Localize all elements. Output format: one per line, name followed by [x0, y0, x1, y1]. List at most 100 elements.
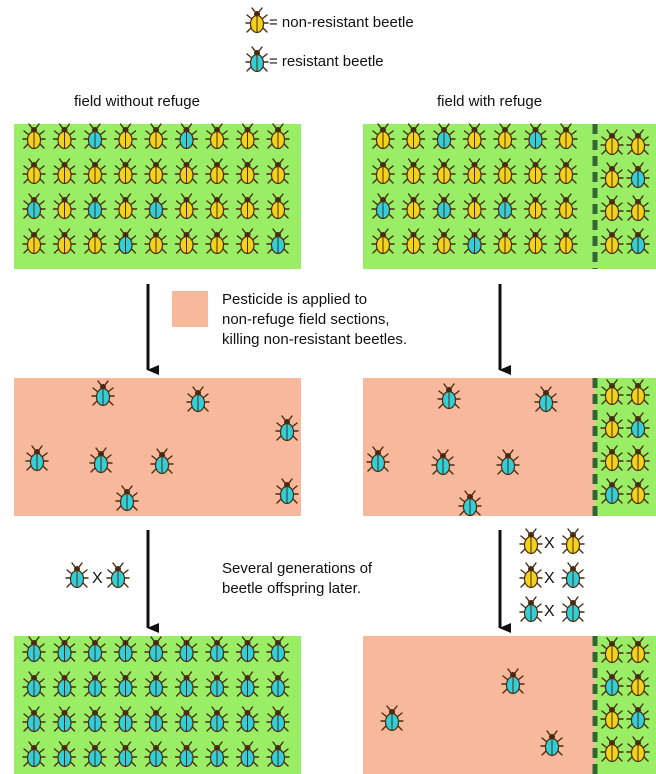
non-resistant-beetle-icon [205, 193, 229, 220]
resistant-beetle-icon [205, 671, 229, 698]
resistant-beetle-icon [380, 705, 404, 732]
pesticide-note-line-2: non-refuge field sections, [222, 311, 390, 328]
non-resistant-beetle-icon [600, 195, 624, 222]
resistant-beetle-icon [144, 706, 168, 733]
resistant-beetle-icon [113, 741, 138, 768]
resistant-beetle-icon [115, 485, 139, 512]
resistant-beetle-icon [186, 386, 210, 413]
resistant-beetle-icon [496, 449, 520, 476]
non-resistant-beetle-icon [626, 195, 650, 222]
beetle-layer [22, 7, 650, 768]
resistant-beetle-icon [113, 706, 138, 733]
non-resistant-beetle-icon [493, 158, 517, 185]
resistant-beetle-icon [174, 741, 199, 768]
column-title-right: field with refuge [437, 93, 543, 110]
resistant-beetle-icon [83, 671, 107, 698]
resistant-beetle-icon [113, 636, 138, 663]
resistant-beetle-icon [52, 671, 77, 698]
non-resistant-beetle-icon [626, 637, 650, 664]
resistant-beetle-icon [437, 383, 461, 410]
yellow-beetle-icon [245, 7, 269, 34]
non-resistant-beetle-icon [235, 158, 260, 185]
resistant-beetle-icon [91, 380, 115, 407]
resistant-beetle-icon [174, 671, 199, 698]
non-resistant-beetle-icon [493, 123, 517, 150]
non-resistant-beetle-icon [266, 193, 290, 220]
cross-symbol-right-2: X [544, 570, 555, 587]
resistant-beetle-icon [493, 193, 517, 220]
resistant-beetle-icon [235, 636, 260, 663]
resistant-beetle-icon [83, 706, 107, 733]
resistant-beetle-icon [174, 706, 199, 733]
non-resistant-beetle-icon [600, 736, 624, 763]
non-resistant-beetle-icon [235, 193, 260, 220]
resistant-beetle-icon [432, 193, 456, 220]
resistant-beetle-icon [462, 228, 487, 255]
pesticide-note-line-3: killing non-resistant beetles. [222, 331, 408, 348]
non-resistant-beetle-icon [626, 478, 650, 505]
non-resistant-beetle-icon [432, 158, 456, 185]
resistant-beetle-icon [83, 636, 107, 663]
non-resistant-beetle-icon [113, 193, 138, 220]
cross-symbol-right-3: X [544, 603, 555, 620]
generations-note-line-2: beetle offspring later. [222, 580, 361, 597]
non-resistant-beetle-icon [626, 445, 650, 472]
cross-symbol-right-1: X [544, 535, 555, 552]
non-resistant-beetle-icon [52, 228, 77, 255]
resistant-beetle-icon [83, 123, 107, 150]
non-resistant-beetle-icon [626, 129, 650, 156]
resistant-beetle-icon [266, 636, 290, 663]
resistant-beetle-icon [22, 741, 46, 768]
resistant-beetle-icon [626, 162, 650, 189]
non-resistant-beetle-icon [144, 228, 168, 255]
resistant-beetle-icon [626, 412, 650, 439]
resistant-beetle-icon [83, 193, 107, 220]
resistant-beetle-icon [266, 228, 290, 255]
resistant-beetle-icon [432, 123, 456, 150]
non-resistant-beetle-icon [462, 158, 487, 185]
resistant-beetle-icon [52, 741, 77, 768]
non-resistant-beetle-icon [83, 228, 107, 255]
legend-non-resistant-label: = non-resistant beetle [269, 14, 414, 31]
resistant-beetle-icon [205, 741, 229, 768]
resistant-beetle-icon [174, 636, 199, 663]
non-resistant-beetle-icon [371, 123, 395, 150]
non-resistant-beetle-icon [626, 670, 650, 697]
resistant-beetle-icon [113, 671, 138, 698]
non-resistant-beetle-icon [266, 158, 290, 185]
resistant-beetle-icon [83, 741, 107, 768]
non-resistant-beetle-icon [600, 703, 624, 730]
non-resistant-beetle-icon [493, 228, 517, 255]
resistant-beetle-icon [205, 636, 229, 663]
non-resistant-beetle-icon [519, 562, 543, 589]
non-resistant-beetle-icon [205, 228, 229, 255]
resistant-beetle-icon [25, 445, 49, 472]
resistant-beetle-icon [266, 741, 290, 768]
resistant-beetle-icon [144, 741, 168, 768]
non-resistant-beetle-icon [600, 379, 624, 406]
non-resistant-beetle-icon [600, 228, 624, 255]
non-resistant-beetle-icon [523, 228, 548, 255]
resistant-beetle-icon [144, 193, 168, 220]
resistant-beetle-icon [174, 123, 199, 150]
column-title-left: field without refuge [74, 93, 200, 110]
resistant-beetle-icon [89, 447, 113, 474]
resistant-beetle-icon [235, 706, 260, 733]
non-resistant-beetle-icon [52, 158, 77, 185]
non-resistant-beetle-icon [144, 158, 168, 185]
resistant-beetle-icon [266, 671, 290, 698]
non-resistant-beetle-icon [174, 193, 199, 220]
non-resistant-beetle-icon [554, 123, 578, 150]
resistant-beetle-icon [523, 123, 548, 150]
non-resistant-beetle-icon [174, 158, 199, 185]
pesticide-note-line-1: Pesticide is applied to [222, 291, 368, 308]
non-resistant-beetle-icon [371, 158, 395, 185]
non-resistant-beetle-icon [22, 123, 46, 150]
resistant-beetle-icon [106, 562, 130, 589]
non-resistant-beetle-icon [371, 228, 395, 255]
resistant-beetle-icon [113, 228, 138, 255]
non-resistant-beetle-icon [266, 123, 290, 150]
resistant-beetle-icon [266, 706, 290, 733]
resistant-beetle-icon [540, 730, 564, 757]
